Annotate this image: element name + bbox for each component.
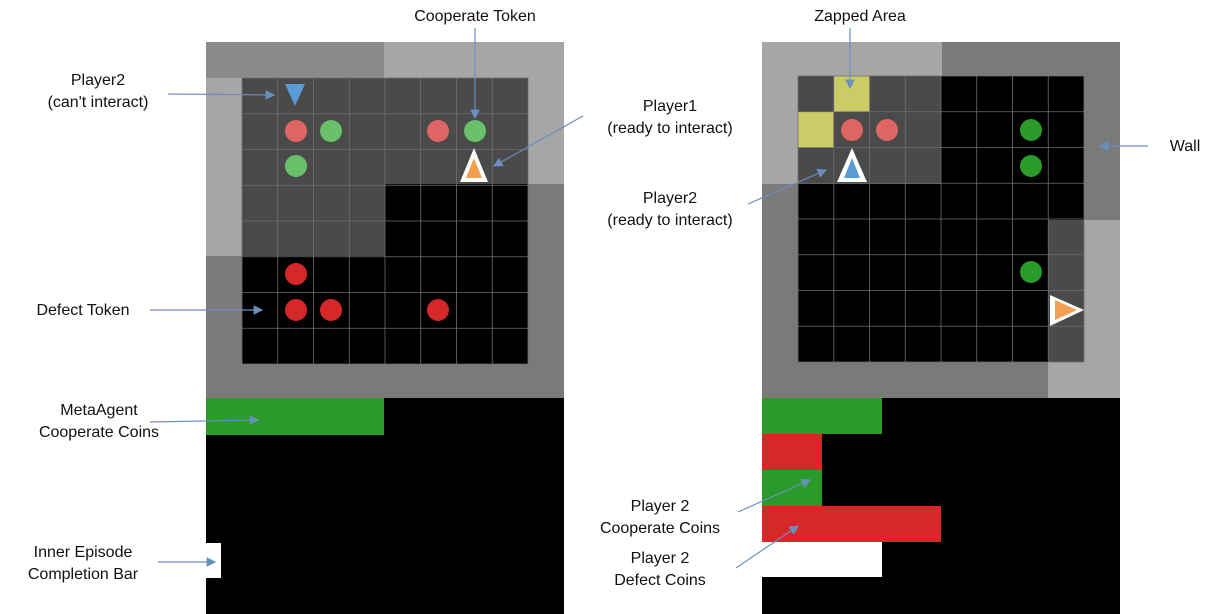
label-cooperate-token: Cooperate Token <box>414 8 536 25</box>
inner-episode-bar <box>206 543 221 578</box>
defect-token <box>285 120 307 142</box>
defect-token <box>841 119 863 141</box>
player1-agent <box>466 158 482 178</box>
cooperate-token <box>464 120 486 142</box>
player2-defect-coins-bar <box>762 506 941 542</box>
defect-token <box>427 299 449 321</box>
label-player2-coop-coins: Player 2 Cooperate Coins <box>599 498 721 537</box>
metaagent-coop-coins-bar <box>206 398 384 435</box>
arrow-player1 <box>492 115 584 167</box>
zapped-cell <box>834 76 870 112</box>
cooperate-token <box>285 155 307 177</box>
arrow-player2-coop <box>737 479 812 513</box>
arrow-metaagent-coins <box>149 415 260 425</box>
left-panel <box>206 42 564 614</box>
defect-token <box>285 263 307 285</box>
player2-agent <box>844 158 860 178</box>
player1-agent <box>1055 300 1077 320</box>
player1-defect-coins-bar <box>762 434 822 470</box>
defect-token <box>320 299 342 321</box>
label-player2-ready: Player2 (ready to interact) <box>607 190 733 229</box>
defect-token <box>285 299 307 321</box>
cooperate-token <box>320 120 342 142</box>
cooperate-token <box>1020 155 1042 177</box>
arrow-player2 <box>167 90 276 100</box>
label-player2-defect-coins: Player 2 Defect Coins <box>614 550 706 589</box>
left-grid <box>241 77 529 365</box>
cooperate-token <box>1020 119 1042 141</box>
arrow-player2-ready <box>747 168 828 205</box>
label-player1-ready: Player1 (ready to interact) <box>607 98 733 137</box>
label-inner-episode-bar: Inner Episode Completion Bar <box>27 544 139 583</box>
player2-agent <box>285 84 305 106</box>
right-grid <box>797 75 1085 363</box>
label-wall: Wall <box>1169 138 1201 155</box>
player1-coop-coins-bar <box>762 398 882 434</box>
defect-token <box>427 120 449 142</box>
annotation-arrows <box>149 28 1148 569</box>
right-panel <box>762 42 1120 614</box>
inner-episode-bar <box>762 542 882 577</box>
arrow-player2-defect <box>735 525 799 569</box>
label-metaagent-coop-coins: MetaAgent Cooperate Coins <box>38 402 160 441</box>
zapped-cell <box>798 112 834 148</box>
label-player2-cant-interact: Player2 (can't interact) <box>47 72 149 111</box>
cooperate-token <box>1020 261 1042 283</box>
label-defect-token: Defect Token <box>36 302 130 319</box>
label-zapped-area: Zapped Area <box>814 8 906 25</box>
defect-token <box>876 119 898 141</box>
